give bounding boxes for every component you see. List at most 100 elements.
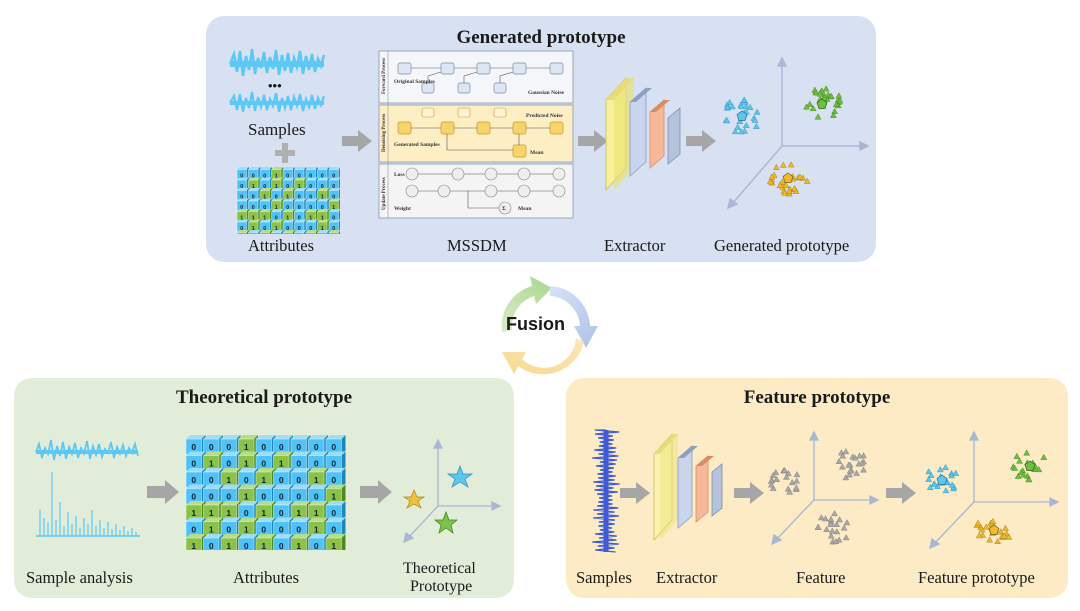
attribute-cube-value: 1 xyxy=(252,226,255,232)
attribute-cube-value: 1 xyxy=(244,524,249,534)
cluster-point xyxy=(823,525,830,532)
cluster-point xyxy=(986,536,994,543)
attribute-cube-value: 1 xyxy=(240,215,243,221)
cluster-point xyxy=(937,466,944,473)
cluster-point xyxy=(978,526,986,533)
attribute-cube: 0 xyxy=(282,219,295,232)
attribute-cube: 1 xyxy=(259,188,272,200)
attribute-cube-value: 1 xyxy=(252,215,255,221)
cluster-point xyxy=(814,113,822,120)
cluster-point xyxy=(1005,533,1013,540)
attribute-cube-value: 1 xyxy=(263,194,266,200)
cluster-point xyxy=(803,177,811,184)
attribute-cube: 0 xyxy=(294,209,307,221)
arrow-right-icon xyxy=(360,480,392,504)
arrow-right-icon xyxy=(342,130,372,152)
attribute-cube-value: 1 xyxy=(275,173,278,179)
attribute-cube: 1 xyxy=(290,534,311,550)
cluster-point xyxy=(793,471,801,478)
feature-scatter-plot xyxy=(767,430,880,546)
feature-prototype-plot xyxy=(925,430,1060,550)
attribute-cube: 0 xyxy=(325,501,346,521)
cluster-point xyxy=(831,510,838,517)
cluster-point xyxy=(1011,464,1019,471)
attribute-cube-value: 0 xyxy=(279,541,284,550)
attribute-cube-value: 0 xyxy=(314,491,319,501)
cluster-point xyxy=(753,108,761,115)
cluster-point xyxy=(827,520,835,527)
attribute-cube-value: 0 xyxy=(263,184,266,190)
attribute-cube: 0 xyxy=(305,198,318,211)
original-samples-text: Original Samples xyxy=(394,79,435,85)
cluster-point xyxy=(814,523,822,530)
attribute-cube-value: 1 xyxy=(314,524,319,534)
attribute-cube-value: 0 xyxy=(298,205,301,211)
generated-extractor-icon xyxy=(605,76,681,192)
cluster-point xyxy=(827,515,835,522)
cluster-point xyxy=(769,484,777,491)
attribute-cube-value: 0 xyxy=(309,226,312,232)
cluster-point xyxy=(785,187,793,194)
cluster-point xyxy=(822,85,830,92)
attribute-cube-value: 1 xyxy=(296,541,301,550)
loss-text: Loss xyxy=(394,172,405,178)
attribute-cube: 0 xyxy=(248,198,261,211)
attribute-cube-value: 1 xyxy=(286,194,289,200)
cluster-point xyxy=(975,532,983,539)
attribute-cube: 1 xyxy=(220,468,241,488)
attribute-cube: 0 xyxy=(259,177,272,190)
attribute-cube-value: 0 xyxy=(226,458,231,468)
attribute-cube-value: 1 xyxy=(261,541,266,550)
attribute-cube-value: 0 xyxy=(298,226,301,232)
attribute-cube: 1 xyxy=(255,534,276,550)
attribute-cube: 0 xyxy=(290,484,311,505)
attribute-cube: 1 xyxy=(271,198,284,211)
cluster-point xyxy=(1020,471,1027,478)
fusion-label: Fusion xyxy=(506,314,565,334)
cluster-point xyxy=(942,463,949,471)
theoretical-attributes-label: Attributes xyxy=(233,568,299,587)
generated-extractor-label: Extractor xyxy=(604,236,666,255)
attribute-cube: 0 xyxy=(248,188,261,200)
attribute-cube: 0 xyxy=(317,177,330,190)
attribute-cube-value: 0 xyxy=(314,541,319,550)
cluster-point xyxy=(831,107,839,114)
attribute-cube-value: 0 xyxy=(332,215,335,221)
cluster-point xyxy=(738,103,745,110)
signal-trace xyxy=(592,429,620,553)
attribute-cube-value: 1 xyxy=(244,458,249,468)
cluster-point xyxy=(1023,449,1031,456)
attribute-cube-value: 0 xyxy=(244,475,249,485)
cluster-point xyxy=(835,536,843,543)
attribute-cube: 0 xyxy=(328,188,340,200)
attribute-cube-value: 1 xyxy=(279,458,284,468)
attribute-cube: 0 xyxy=(236,188,249,200)
attribute-cube-value: 0 xyxy=(263,173,266,179)
cluster-point xyxy=(836,516,843,523)
generated-attributes-label: Attributes xyxy=(248,236,314,255)
cluster-point xyxy=(796,173,804,180)
cluster-point xyxy=(832,537,840,544)
attribute-cube: 0 xyxy=(308,534,328,550)
attribute-cube: 1 xyxy=(317,209,330,221)
attribute-cube: 1 xyxy=(248,219,261,232)
cluster-point xyxy=(792,484,800,491)
cluster-point xyxy=(997,528,1005,535)
prototype-center xyxy=(988,524,1000,535)
attribute-cube: 0 xyxy=(305,188,318,200)
forward-process-title: Forward Process xyxy=(382,58,387,94)
attribute-cube-value: 1 xyxy=(244,491,249,501)
attribute-cube: 1 xyxy=(238,435,258,455)
sample-analysis-label: Sample analysis xyxy=(26,568,133,587)
attribute-cube-value: 0 xyxy=(244,541,249,550)
generated-samples-text: Generated Samples xyxy=(394,142,440,148)
cluster-point xyxy=(812,89,820,96)
attribute-cube: 1 xyxy=(305,209,318,221)
arrow-right-icon xyxy=(734,482,764,504)
attribute-cube-value: 0 xyxy=(244,508,249,518)
cluster-point xyxy=(766,178,774,185)
cluster-point xyxy=(767,481,775,488)
attribute-cube-value: 1 xyxy=(209,508,214,518)
attribute-cube: 0 xyxy=(305,177,318,190)
